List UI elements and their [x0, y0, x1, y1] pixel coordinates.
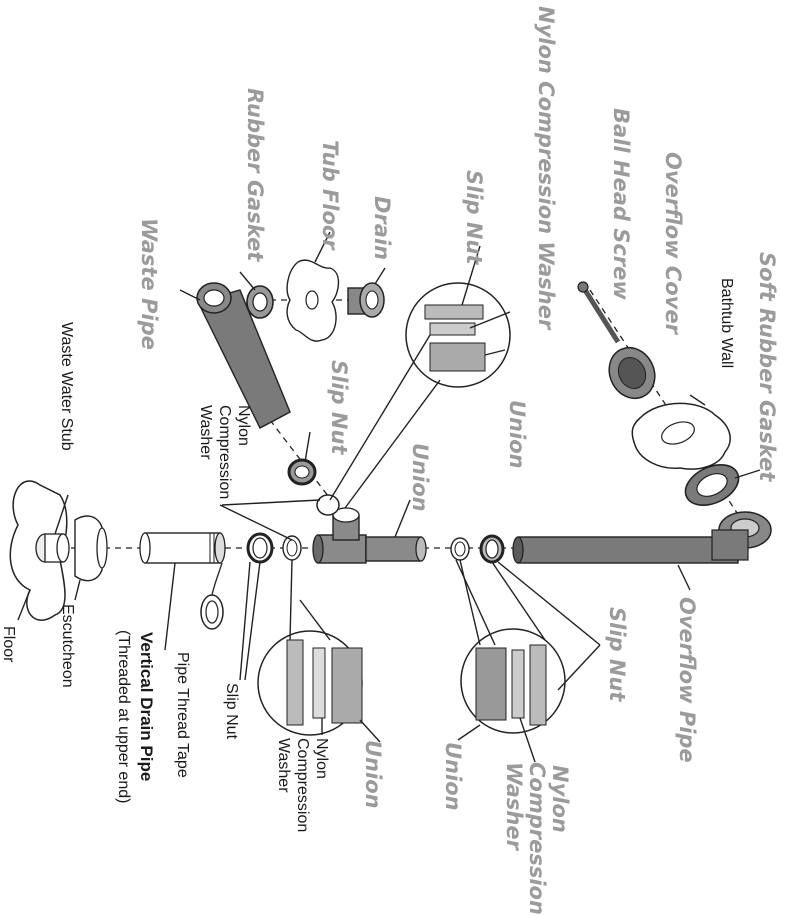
- label-slip-nut-right: Slip Nut: [605, 607, 629, 702]
- label-rubber-gasket: Rubber Gasket: [243, 88, 267, 262]
- label-bathtub-wall: Bathtub Wall: [718, 278, 735, 368]
- label-pipe-thread-tape: Pipe Thread Tape: [174, 652, 191, 778]
- overflow-pipe-part: [512, 511, 772, 564]
- label-nylon-compression-washer-lower-2: Compression: [294, 738, 311, 832]
- escutcheon-part: [74, 515, 108, 582]
- label-nylon-compression-washer-left-1: Nylon: [235, 405, 252, 446]
- tee-fitting-part: [312, 507, 367, 564]
- label-waste-water-stub: Waste Water Stub: [58, 322, 75, 451]
- label-drain: Drain: [370, 196, 394, 260]
- waste-pipe-axis: [269, 419, 336, 506]
- vertical-drain-pipe-part: [139, 532, 226, 564]
- label-union-lower: Union: [361, 740, 385, 809]
- detail-circle-top: [405, 282, 511, 388]
- leader-lines: [17, 231, 761, 763]
- label-union-right: Union: [441, 742, 465, 811]
- waste-pipe-part: [196, 282, 291, 429]
- detail-circle-right: [460, 628, 566, 734]
- union-mid-part: [365, 536, 427, 562]
- nylon-washer-top-part: [316, 494, 340, 516]
- label-slip-nut-lower: Slip Nut: [223, 683, 240, 740]
- slip-nut-lower-part: [246, 532, 274, 564]
- tub-floor-part: [286, 259, 340, 342]
- label-nylon-compression-washer-top: Nylon Compression Washer: [534, 6, 558, 331]
- label-nylon-compression-washer-right-3: Washer: [502, 762, 526, 852]
- label-overflow-pipe: Overflow Pipe: [675, 597, 699, 763]
- label-nylon-compression-washer-right: Nylon: [548, 765, 572, 833]
- nylon-washer-right-part: [450, 537, 470, 561]
- label-slip-nut-mid: Slip Nut: [327, 360, 351, 455]
- ball-head-screw-part: [577, 281, 621, 344]
- label-vertical-drain-pipe-note: (Threaded at upper end): [115, 630, 132, 803]
- label-floor: Floor: [0, 626, 17, 663]
- label-slip-nut-top: Slip Nut: [462, 170, 486, 265]
- detail-circle-lower: [257, 630, 363, 736]
- label-nylon-compression-washer-left-3: Washer: [197, 405, 214, 460]
- drain-part: [347, 282, 385, 318]
- label-nylon-compression-washer-right-2: Compression: [525, 762, 549, 915]
- pipe-thread-tape-part: [200, 562, 224, 630]
- label-nylon-compression-washer-lower-1: Nylon: [313, 738, 330, 779]
- overflow-cover-part: [608, 346, 656, 400]
- slip-nut-right-part: [479, 534, 505, 564]
- label-escutcheon: Escutcheon: [59, 604, 76, 688]
- label-nylon-compression-washer-lower-3: Washer: [275, 738, 292, 793]
- label-ball-head-screw: Ball Head Screw: [609, 108, 633, 300]
- label-soft-rubber-gasket: Soft Rubber Gasket: [755, 252, 779, 482]
- label-overflow-cover: Overflow Cover: [661, 152, 685, 336]
- bathtub-wall-part: [631, 402, 731, 470]
- label-union-mid: Union: [408, 443, 432, 512]
- label-union-detail-top: Union: [505, 400, 529, 469]
- floor-part: [9, 480, 70, 621]
- slip-nut-top-part: [287, 458, 317, 486]
- label-vertical-drain-pipe: Vertical Drain Pipe: [137, 632, 156, 781]
- label-waste-pipe: Waste Pipe: [137, 218, 161, 350]
- label-tub-floor: Tub Floor: [318, 140, 342, 251]
- label-nylon-compression-washer-left-2: Compression: [216, 405, 233, 499]
- rubber-gasket-part: [246, 285, 274, 319]
- soft-rubber-gasket-part: [684, 464, 740, 506]
